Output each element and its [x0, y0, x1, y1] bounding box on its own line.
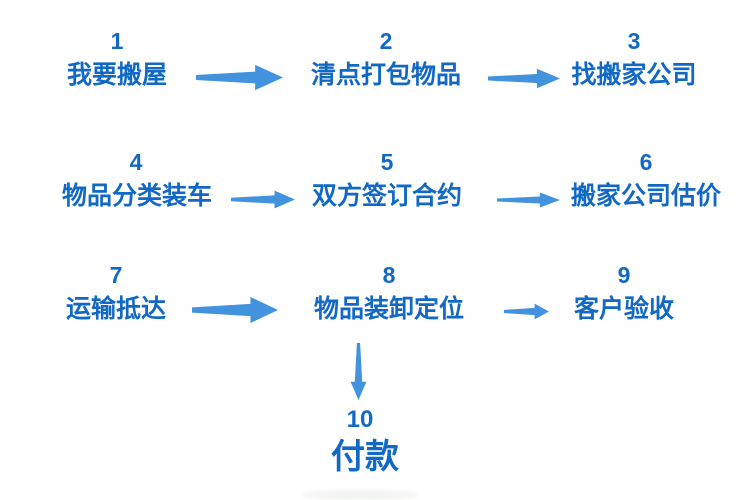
step-block-4: 4 物品分类装车: [62, 148, 213, 211]
step-number: 3: [627, 28, 641, 54]
step-label: 我要搬屋: [66, 61, 167, 89]
step-block-2: 2 清点打包物品: [310, 27, 462, 90]
right-arrow-icon: [196, 64, 283, 91]
step-block-3: 3 找搬家公司: [570, 27, 698, 90]
step-block-7: 7 运输抵达: [62, 261, 170, 324]
right-arrow-icon: [231, 190, 295, 209]
right-arrow-icon: [192, 296, 278, 324]
step-number: 1: [110, 28, 124, 54]
step-block-9: 9 客户验收: [571, 261, 677, 324]
step-block-1: 1 我要搬屋: [62, 27, 172, 90]
step-number: 8: [382, 262, 396, 288]
right-arrow-icon: [497, 192, 560, 208]
step-label: 运输抵达: [65, 295, 166, 323]
down-arrow-icon: [350, 343, 367, 400]
bottom-edge-artifact: [300, 490, 420, 500]
right-arrow-icon: [488, 68, 560, 89]
step-label: 物品装卸定位: [313, 295, 464, 323]
step-block-6: 6 搬家公司估价: [571, 148, 721, 211]
step-number: 5: [380, 149, 394, 175]
right-arrow-icon: [504, 303, 549, 320]
step-number: 9: [617, 262, 631, 288]
step-number: 7: [109, 262, 123, 288]
step-label: 物品分类装车: [62, 182, 213, 210]
step-label: 搬家公司估价: [571, 182, 722, 210]
step-label: 清点打包物品: [310, 61, 461, 89]
step-number: 6: [639, 149, 653, 175]
step-number: 2: [379, 28, 393, 54]
step-label: 找搬家公司: [571, 61, 697, 89]
step-block-8: 8 物品装卸定位: [312, 261, 466, 324]
step-label: 双方签订合约: [312, 182, 463, 210]
step-label: 付款: [331, 438, 399, 476]
step-block-5: 5 双方签订合约: [312, 148, 462, 211]
step-number: 4: [129, 149, 143, 175]
step-label: 客户验收: [573, 295, 674, 323]
step-number: 10: [346, 406, 374, 433]
